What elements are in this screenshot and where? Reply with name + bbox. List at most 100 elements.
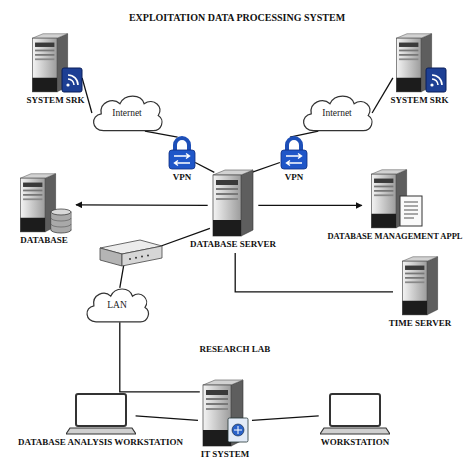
database-server-icon bbox=[213, 220, 241, 236]
network-switch bbox=[129, 258, 131, 260]
workstation-laptop-icon bbox=[66, 392, 136, 436]
connector-line bbox=[195, 163, 214, 173]
database-server: DATABASE bbox=[4, 172, 84, 252]
section-label: RESEARCH LAB bbox=[160, 344, 310, 354]
network-cloud-icon bbox=[87, 289, 148, 322]
it-server-icon bbox=[206, 403, 228, 405]
time-server-icon bbox=[402, 257, 437, 315]
workstation-laptop-icon bbox=[76, 394, 126, 426]
it-server-icon bbox=[203, 430, 231, 446]
it-server-icon bbox=[232, 424, 244, 436]
system-server-icon bbox=[399, 54, 418, 56]
vpn-lock-icon bbox=[281, 150, 307, 169]
cloud-label: Internet bbox=[322, 108, 352, 118]
node-label: DATABASE SERVER bbox=[190, 239, 276, 250]
database-server-icon bbox=[213, 170, 253, 236]
connector-line bbox=[120, 228, 210, 287]
database-server-icon bbox=[51, 209, 71, 215]
database-server-icon bbox=[23, 198, 42, 200]
database-server-icon bbox=[20, 174, 55, 232]
workstation-laptop-icon bbox=[330, 394, 380, 426]
application-server-icon bbox=[374, 190, 393, 192]
application-server-icon bbox=[371, 170, 406, 174]
connector-line bbox=[76, 204, 208, 206]
database-server-icon bbox=[20, 174, 55, 178]
database-server-icon bbox=[23, 190, 42, 192]
system-server-icon bbox=[35, 43, 54, 47]
database-server-icon bbox=[216, 198, 238, 200]
vpn-lock: VPN bbox=[160, 135, 204, 190]
system-server-icon bbox=[35, 58, 54, 60]
system-server-icon bbox=[68, 75, 78, 85]
connector-line bbox=[252, 163, 280, 173]
it-server-icon bbox=[206, 408, 228, 410]
application-server-icon bbox=[374, 179, 393, 183]
it-server-icon bbox=[206, 398, 228, 400]
network-cloud-icon bbox=[304, 96, 372, 130]
database-server: DATABASE SERVER bbox=[178, 168, 288, 253]
time-server-icon bbox=[402, 257, 437, 261]
workstation-laptop-icon bbox=[320, 392, 390, 436]
application-server-icon bbox=[371, 174, 396, 228]
system-server-icon bbox=[62, 68, 82, 92]
time-server-icon bbox=[405, 273, 424, 275]
database-server-icon bbox=[208, 168, 258, 238]
database-server-icon bbox=[216, 193, 238, 195]
system-server-icon bbox=[32, 38, 57, 92]
database-server-icon bbox=[216, 180, 238, 185]
connector-line bbox=[120, 322, 200, 392]
connector-line bbox=[252, 416, 319, 421]
database-server-icon bbox=[216, 188, 238, 190]
time-server-icon bbox=[427, 257, 438, 315]
vpn-lock-icon bbox=[164, 135, 200, 171]
diagram-title: EXPLOITATION DATA PROCESSING SYSTEM bbox=[0, 12, 474, 23]
connector-line bbox=[145, 131, 178, 137]
network-switch bbox=[122, 246, 162, 266]
node-label: SYSTEM SRK bbox=[27, 95, 85, 106]
node-label: IT SYSTEM bbox=[201, 449, 250, 460]
database-server-icon bbox=[23, 183, 42, 187]
node-label: TIME SERVER bbox=[389, 318, 451, 329]
application-server-icon bbox=[374, 186, 393, 188]
time-server: TIME SERVER bbox=[370, 255, 470, 335]
system-server-icon bbox=[430, 83, 433, 86]
node-label: VPN bbox=[173, 172, 192, 183]
connector-line bbox=[235, 253, 393, 292]
cloud-label: LAN bbox=[107, 300, 127, 310]
time-server-icon bbox=[405, 266, 424, 270]
vpn-lock-icon bbox=[287, 138, 301, 151]
network-switch bbox=[100, 248, 122, 266]
system-server-icon bbox=[390, 32, 450, 94]
system-server-icon bbox=[26, 32, 86, 94]
network-cloud-icon bbox=[94, 96, 162, 130]
system-server-icon bbox=[399, 43, 418, 47]
network-switch bbox=[147, 254, 149, 256]
vpn-lock-icon bbox=[174, 154, 190, 166]
vpn-lock-icon bbox=[175, 138, 189, 151]
network-switch bbox=[141, 256, 143, 258]
vpn-lock-icon bbox=[169, 150, 195, 169]
database-server-icon bbox=[213, 175, 241, 236]
system-server: SYSTEM SRK bbox=[372, 32, 467, 114]
system-server-icon bbox=[399, 58, 418, 60]
node-label: SYSTEM SRK bbox=[391, 95, 449, 106]
system-server-icon bbox=[396, 34, 431, 38]
node-label: WORKSTATION bbox=[321, 437, 390, 448]
it-server-icon bbox=[203, 380, 243, 385]
application-server-icon bbox=[404, 202, 418, 218]
time-server-icon bbox=[395, 255, 445, 317]
vpn-lock-icon bbox=[276, 135, 312, 171]
system-server-icon bbox=[426, 68, 446, 92]
cloud-label: Internet bbox=[112, 108, 142, 118]
network-cloud: LAN bbox=[82, 285, 152, 325]
system-server-icon bbox=[35, 50, 54, 52]
it-server-icon bbox=[203, 380, 243, 446]
workstation-laptop: DATABASE ANALYSIS WORKSTATION bbox=[8, 392, 193, 460]
application-server-icon bbox=[374, 194, 393, 196]
time-server-icon bbox=[402, 301, 427, 315]
system-server-icon bbox=[32, 78, 57, 92]
system-server-icon bbox=[399, 50, 418, 52]
system-server-icon bbox=[396, 38, 421, 92]
connector-line bbox=[136, 416, 198, 421]
